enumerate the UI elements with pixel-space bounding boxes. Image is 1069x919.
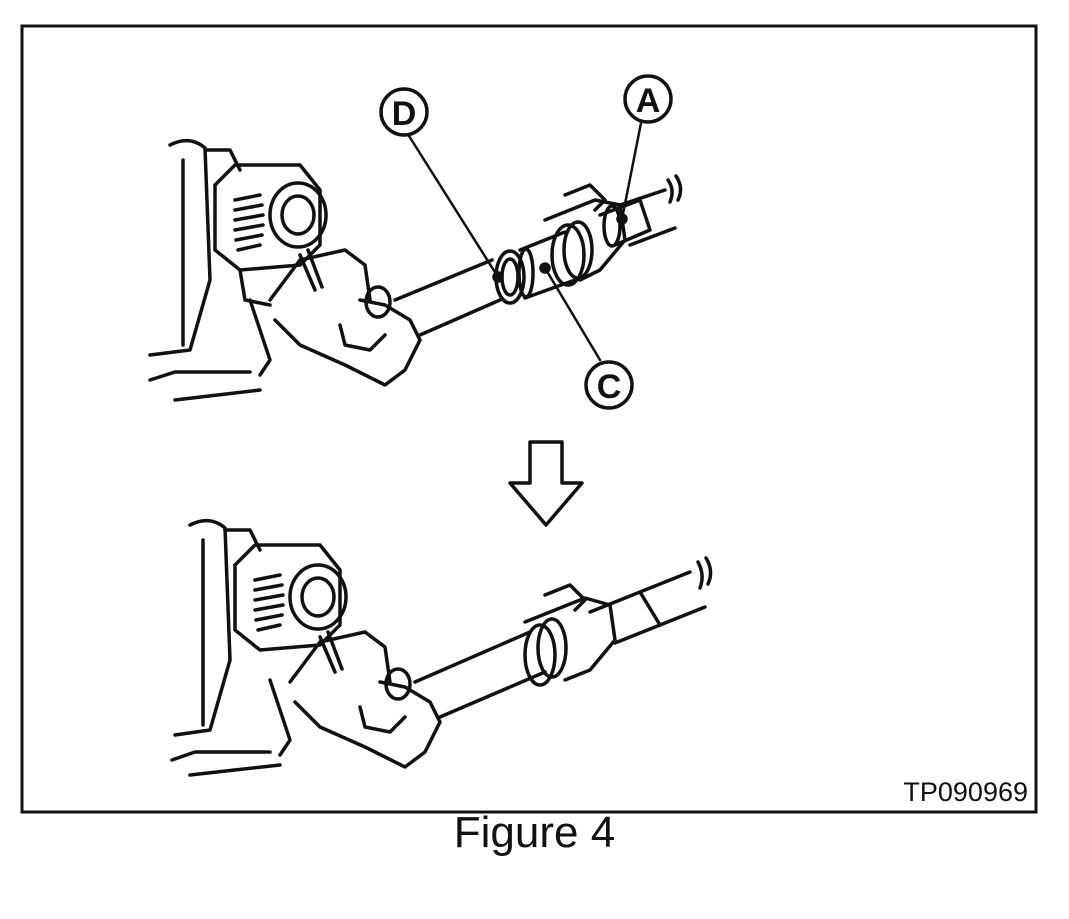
cable-rod xyxy=(393,258,502,337)
leader-line-c xyxy=(543,266,602,362)
callout-c: C xyxy=(584,360,634,410)
leader-line-d xyxy=(402,126,500,279)
bottom-assembly xyxy=(170,518,713,777)
leader-line-a xyxy=(620,116,644,221)
lever-arm-bottom xyxy=(288,630,442,769)
cable-clip xyxy=(543,183,652,287)
callout-d: D xyxy=(379,87,429,137)
coil-spring-bottom xyxy=(253,563,348,632)
diagram-border xyxy=(20,24,1038,814)
callout-c-label: C xyxy=(597,368,622,406)
callout-a: A xyxy=(623,74,673,124)
lever-arm xyxy=(268,248,422,387)
top-assembly xyxy=(148,116,683,402)
cable-rod-bottom xyxy=(413,630,547,719)
cable-clip-bottom xyxy=(523,583,662,687)
down-arrow-icon xyxy=(508,440,584,527)
outer-cable-bottom xyxy=(638,556,713,627)
callout-a-label: A xyxy=(636,82,661,120)
sleeve-c xyxy=(517,230,577,300)
coil-spring xyxy=(233,181,328,252)
figure-caption: Figure 4 xyxy=(453,808,616,857)
outer-cable-a xyxy=(602,174,683,248)
callout-d-label: D xyxy=(392,95,417,133)
figure-code: TP090969 xyxy=(903,777,1028,807)
